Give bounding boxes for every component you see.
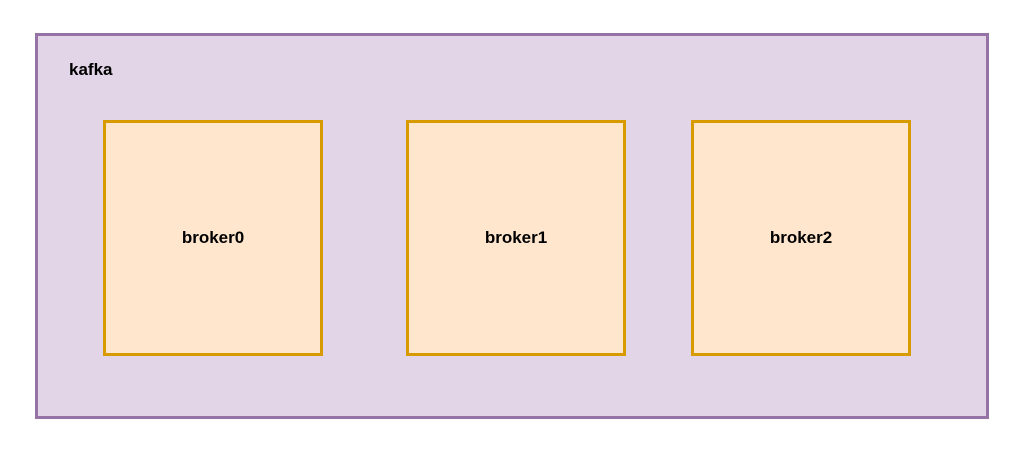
broker2-node: broker2	[691, 120, 911, 356]
broker1-label: broker1	[484, 228, 548, 247]
broker0-node: broker0	[103, 120, 323, 356]
kafka-container: kafka broker0 broker1 broker2	[35, 33, 989, 419]
broker2-label: broker2	[769, 228, 833, 247]
kafka-container-label: kafka	[69, 60, 113, 79]
broker1-node: broker1	[406, 120, 626, 356]
broker0-label: broker0	[181, 228, 245, 247]
